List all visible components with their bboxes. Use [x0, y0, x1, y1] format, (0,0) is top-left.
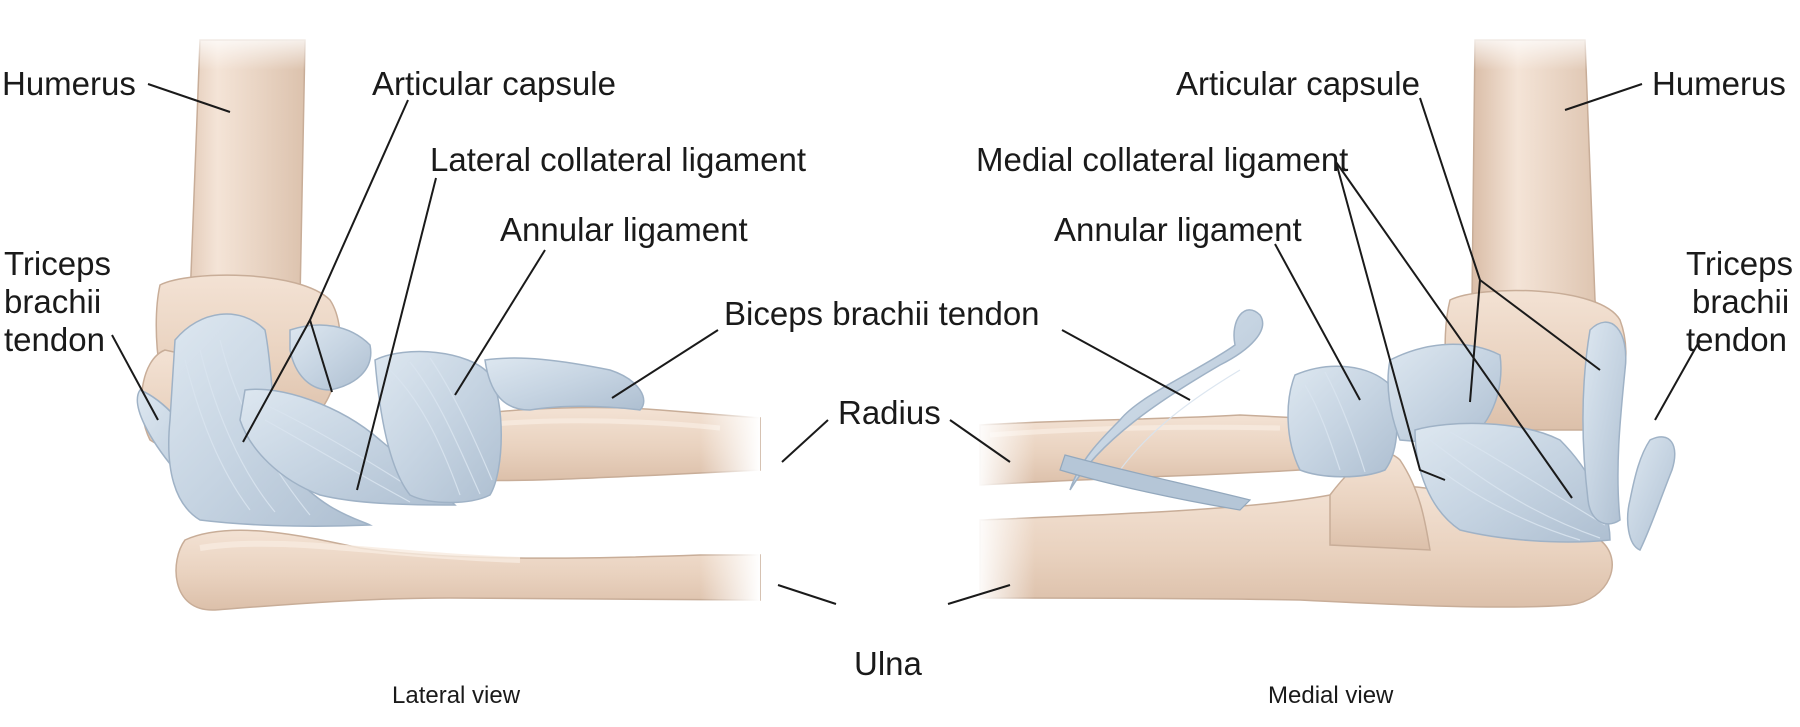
lateral-elbow-drawing	[136, 30, 761, 620]
medial-collateral-ligament-shape	[1414, 422, 1611, 543]
leader-radius-left	[781, 419, 829, 463]
leader-ulna-left	[777, 584, 837, 605]
label-lateral-triceps-line3: tendon	[4, 321, 105, 358]
leader-lines	[111, 83, 1701, 605]
label-radius: Radius	[838, 394, 941, 431]
label-medial-humerus: Humerus	[1652, 65, 1786, 102]
label-lateral-triceps-line2: brachii	[4, 283, 102, 320]
caption-lateral-view: Lateral view	[392, 682, 521, 709]
leader-medial-humerus	[1564, 83, 1643, 111]
label-biceps-brachii-tendon: Biceps brachii tendon	[724, 295, 1040, 332]
label-ulna: Ulna	[854, 645, 922, 682]
caption-medial-view: Medial view	[1268, 682, 1394, 709]
label-medial-triceps-line3: tendon	[1686, 321, 1787, 358]
label-medial-articular-capsule: Articular capsule	[1176, 65, 1420, 102]
label-lateral-collateral-ligament: Lateral collateral ligament	[430, 141, 807, 178]
leader-ulna-right	[947, 584, 1011, 605]
medial-biceps-tendon	[1069, 309, 1264, 491]
leader-lateral-humerus	[147, 83, 231, 113]
leader-biceps-right	[1061, 329, 1191, 401]
leader-medial-collateral-b	[1335, 161, 1573, 499]
label-lateral-articular-capsule: Articular capsule	[372, 65, 616, 102]
leader-medial-capsule-b	[1479, 279, 1601, 371]
leader-lateral-annular	[454, 249, 546, 396]
label-lateral-humerus: Humerus	[2, 65, 136, 102]
leader-medial-annular	[1274, 243, 1361, 401]
leader-lateral-collateral	[356, 177, 437, 491]
medial-elbow-drawing	[975, 30, 1676, 620]
label-lateral-triceps-line1: Triceps	[4, 245, 111, 282]
label-medial-annular-ligament: Annular ligament	[1054, 211, 1302, 248]
lateral-biceps-tendon	[484, 357, 645, 411]
leader-radius-right	[949, 419, 1011, 463]
leader-medial-collateral-a	[1335, 161, 1446, 481]
medial-triceps-tendon	[1582, 321, 1627, 525]
label-medial-collateral-ligament: Medial collateral ligament	[976, 141, 1349, 178]
medial-annular-ligament-shape	[1287, 365, 1398, 478]
leader-lateral-triceps	[111, 334, 159, 421]
label-medial-triceps-line1: Triceps	[1686, 245, 1793, 282]
leader-lateral-capsule-b	[309, 319, 333, 393]
leader-medial-triceps	[1654, 339, 1701, 421]
label-lateral-annular-ligament: Annular ligament	[500, 211, 748, 248]
leader-biceps-left	[611, 329, 719, 399]
label-medial-triceps-line2: brachii	[1692, 283, 1790, 320]
